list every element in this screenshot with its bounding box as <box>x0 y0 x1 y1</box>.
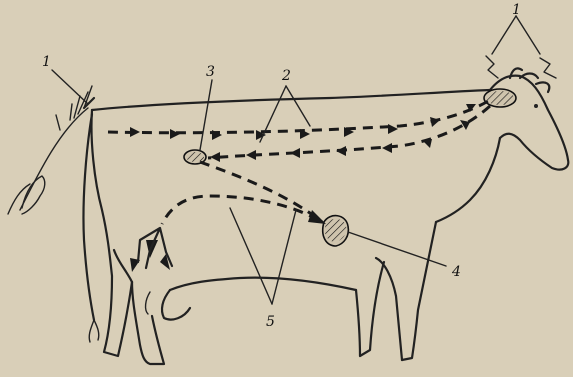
path-to-udder <box>162 196 318 224</box>
label-pointers <box>200 80 446 304</box>
label-1-right: 1 <box>512 2 521 18</box>
label-5: 5 <box>266 314 275 330</box>
label-3: 3 <box>206 64 215 80</box>
head-receptor-hatch <box>486 91 514 105</box>
left-stimulus <box>8 70 94 214</box>
path-to-organ-4 <box>200 162 322 222</box>
label-2: 2 <box>281 68 291 84</box>
label-4: 4 <box>451 264 461 280</box>
organ-3-hatch <box>186 152 204 162</box>
cow-outline <box>83 68 568 364</box>
label-1-left: 1 <box>42 54 51 70</box>
